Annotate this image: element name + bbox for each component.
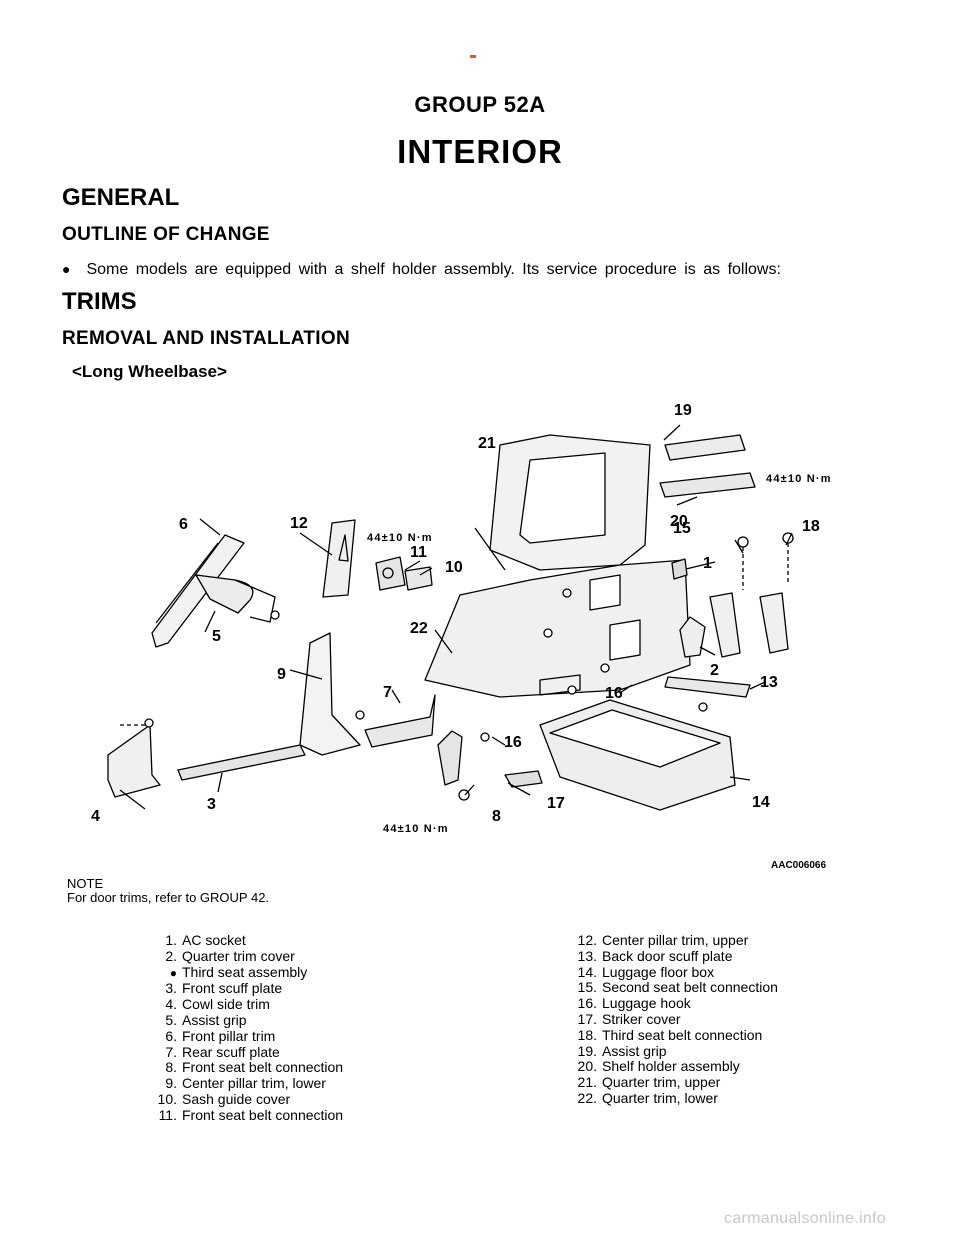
callout-4: 4: [91, 808, 100, 825]
second-seat-belt-part: [709, 592, 741, 658]
legend-item: 9.Center pillar trim, lower: [165, 1075, 326, 1092]
outline-bullet-text: Some models are equipped with a shelf ho…: [86, 261, 781, 278]
sash-guide-cover-part: [404, 566, 433, 591]
callout-5: 5: [212, 628, 221, 645]
quarter-trim-cover-part: [679, 616, 706, 658]
callout-11: 11: [410, 544, 427, 561]
legend-item: 11.Front seat belt connection: [158, 1106, 344, 1123]
callout-12: 12: [290, 515, 308, 532]
callout-2: 2: [710, 662, 719, 679]
note-label: NOTE: [67, 876, 104, 891]
ac-socket-part: [671, 558, 688, 580]
callout-16a: 16: [605, 685, 623, 702]
callout-16b: 16: [504, 734, 522, 751]
assist-grip-right-part: [664, 434, 746, 461]
torque-label-1: 44±10 N·m: [367, 532, 433, 544]
callout-15: 15: [673, 520, 691, 537]
torque-label-2: 44±10 N·m: [766, 473, 832, 485]
back-door-scuff-part: [664, 676, 751, 698]
front-belt-connection-part: [437, 730, 463, 786]
callout-10: 10: [445, 559, 463, 576]
legend-item: 19.Assist grip: [577, 1042, 667, 1059]
legend-item: 12.Center pillar trim, upper: [577, 932, 749, 948]
parts-legend-left: 1.AC socket 2.Quarter trim cover ●Third …: [155, 932, 344, 1124]
legend-item: 21.Quarter trim, upper: [577, 1074, 721, 1091]
legend-item: 4.Cowl side trim: [165, 996, 270, 1013]
quarter-trim-lower-part: [424, 559, 691, 698]
legend-item: 17.Striker cover: [577, 1010, 681, 1027]
page-title: INTERIOR: [397, 133, 563, 170]
callout-17: 17: [547, 795, 565, 812]
legend-item: 5.Assist grip: [165, 1011, 247, 1028]
figure-code: AAC006066: [771, 860, 826, 871]
parts-legend-right: 12.Center pillar trim, upper 13.Back doo…: [575, 932, 778, 1107]
cowl-side-trim-part: [107, 724, 161, 798]
callout-6: 6: [179, 516, 188, 533]
legend-item: 16.Luggage hook: [577, 995, 691, 1012]
legend-item: 6.Front pillar trim: [165, 1027, 276, 1044]
callout-21: 21: [478, 435, 496, 452]
callout-13: 13: [760, 674, 778, 691]
callout-7: 7: [383, 684, 392, 701]
legend-item: 1.AC socket: [165, 932, 246, 948]
subheading-removal: REMOVAL AND INSTALLATION: [62, 328, 350, 349]
legend-item: 3.Front scuff plate: [165, 980, 283, 997]
torque-label-3: 44±10 N·m: [383, 823, 449, 835]
bullet-icon: ●: [169, 965, 177, 980]
note-text: For door trims, refer to GROUP 42.: [67, 890, 270, 905]
callout-14: 14: [752, 794, 770, 811]
callout-3: 3: [207, 796, 216, 813]
front-scuff-plate-part: [177, 744, 306, 781]
callout-20: 20: [670, 513, 688, 530]
legend-item: 8.Front seat belt connection: [165, 1059, 344, 1076]
callout-18: 18: [802, 518, 820, 535]
callout-19: 19: [674, 402, 692, 419]
callout-8: 8: [492, 808, 501, 825]
variant-label: <Long Wheelbase>: [72, 362, 227, 381]
legend-item: 10.Sash guide cover: [157, 1090, 291, 1107]
shelf-holder-part: [659, 472, 756, 498]
legend-item: 18.Third seat belt connection: [577, 1026, 763, 1043]
section-heading-trims: TRIMS: [62, 288, 137, 315]
rear-scuff-plate-part: [364, 694, 436, 748]
outline-bullet-item: ● Some models are equipped with a shelf h…: [62, 261, 781, 279]
watermark: carmanualsonline.info: [724, 1210, 886, 1227]
subheading-outline: OUTLINE OF CHANGE: [62, 224, 270, 245]
callout-22: 22: [410, 620, 428, 637]
section-heading-general: GENERAL: [62, 184, 180, 211]
legend-item: 7.Rear scuff plate: [165, 1043, 280, 1060]
legend-item: 22.Quarter trim, lower: [577, 1089, 718, 1106]
legend-item: ●Third seat assembly: [155, 964, 343, 982]
legend-item: 20.Shelf holder assembly: [577, 1058, 740, 1075]
callout-1: 1: [703, 555, 712, 572]
group-title: GROUP 52A: [414, 92, 546, 117]
legend-item: 13.Back door scuff plate: [577, 947, 733, 964]
callout-9: 9: [277, 666, 286, 683]
bullet-icon: ●: [62, 261, 71, 277]
third-seat-belt-part: [759, 592, 789, 654]
legend-item: 14.Luggage floor box: [577, 963, 715, 980]
top-mark: [470, 55, 476, 58]
legend-item: 2.Quarter trim cover: [165, 947, 295, 964]
belt-connection-part: [375, 556, 406, 591]
exploded-parts-diagram: 1 2 3 4 5 6 7 8 9 10 11 12 13 14 15 16 1…: [91, 402, 832, 871]
center-pillar-lower-part: [299, 632, 361, 756]
legend-item: 15.Second seat belt connection: [577, 979, 778, 996]
striker-cover-part: [504, 770, 543, 788]
